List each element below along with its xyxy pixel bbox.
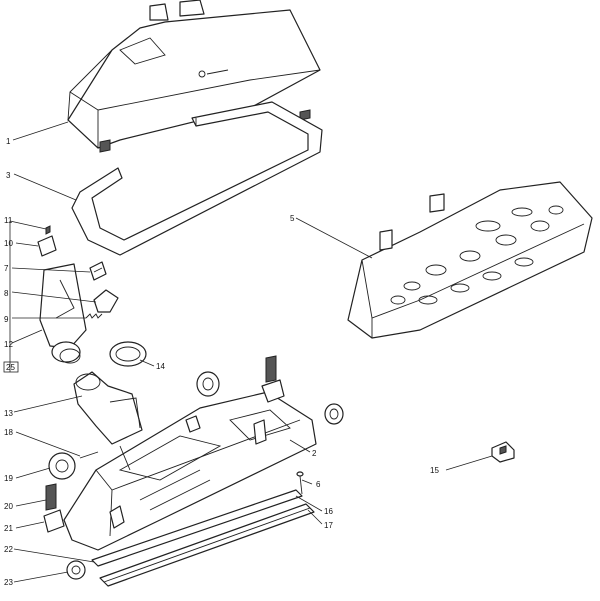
part-13-swivel-duct <box>73 371 143 445</box>
leader-16 <box>295 495 323 512</box>
leader-lines <box>9 121 493 583</box>
callout-18: 18 <box>4 428 13 437</box>
callout-25: 25 <box>6 363 15 372</box>
callout-23: 23 <box>4 578 13 587</box>
leader-12 <box>11 329 43 344</box>
part-1-hood-cover <box>67 0 321 153</box>
part-14-ring <box>109 341 147 367</box>
part-18-pin <box>79 451 99 459</box>
callout-1: 1 <box>6 137 11 146</box>
part-wheel-top <box>196 371 220 397</box>
callout-11: 11 <box>4 216 13 225</box>
part-spring-top <box>265 355 277 383</box>
callout-17: 17 <box>324 521 333 530</box>
part-wheel-right <box>324 403 344 425</box>
callout-12: 12 <box>4 340 13 349</box>
leader-11 <box>9 220 47 230</box>
leader-14 <box>139 359 155 367</box>
leader-19 <box>15 467 51 479</box>
part-2-main-body <box>63 391 317 551</box>
part-9-spring <box>85 313 103 319</box>
part-8-pedal <box>93 289 119 313</box>
part-17-brush-strip <box>99 503 315 587</box>
callout-15: 15 <box>430 466 439 475</box>
callout-10: 10 <box>4 239 13 248</box>
part-11-clip <box>45 225 51 235</box>
part-6-screw <box>296 471 304 495</box>
callout-5: 5 <box>290 214 295 223</box>
leader-17 <box>307 509 323 525</box>
part-bracket-top <box>261 379 285 403</box>
callout-19: 19 <box>4 474 13 483</box>
leader-20 <box>15 499 47 507</box>
part-5-base-tray <box>347 181 593 339</box>
part-16-strip <box>91 489 303 567</box>
callout-20: 20 <box>4 502 13 511</box>
leader-3 <box>13 173 77 201</box>
part-7-bracket <box>89 261 107 281</box>
part-23-wheel <box>66 560 86 580</box>
leader-10 <box>15 242 39 247</box>
leader-1 <box>12 121 69 141</box>
callout-labels: 1 2 3 5 6 7 8 9 10 11 12 13 14 15 16 17 … <box>4 137 439 587</box>
leader-2 <box>289 439 311 453</box>
box-25 <box>3 361 19 373</box>
callout-16: 16 <box>324 507 333 516</box>
callout-3: 3 <box>6 171 11 180</box>
part-20-spring <box>45 483 57 511</box>
leader-7 <box>11 267 91 273</box>
part-3-bumper-strip <box>71 101 323 256</box>
leader-13 <box>13 395 83 413</box>
callout-22: 22 <box>4 545 13 554</box>
leader-18 <box>15 431 81 457</box>
part-21-bracket <box>43 509 65 533</box>
callout-7: 7 <box>4 264 9 273</box>
callout-6: 6 <box>316 480 321 489</box>
callout-13: 13 <box>4 409 13 418</box>
leader-22 <box>13 548 95 563</box>
leader-23 <box>13 571 69 583</box>
callout-14: 14 <box>156 362 165 371</box>
callout-2: 2 <box>312 449 317 458</box>
leader-5 <box>295 217 373 259</box>
part-10-latch-block <box>37 235 57 257</box>
leader-6 <box>301 479 313 485</box>
callout-21: 21 <box>4 524 13 533</box>
leader-8 <box>11 291 97 303</box>
leader-15 <box>445 455 493 471</box>
leader-21 <box>15 521 45 529</box>
part-19-wheel <box>48 452 76 480</box>
callout-8: 8 <box>4 289 9 298</box>
callout-9: 9 <box>4 315 9 324</box>
part-15-switch <box>491 441 515 463</box>
part-12-neck-housing <box>39 263 87 364</box>
